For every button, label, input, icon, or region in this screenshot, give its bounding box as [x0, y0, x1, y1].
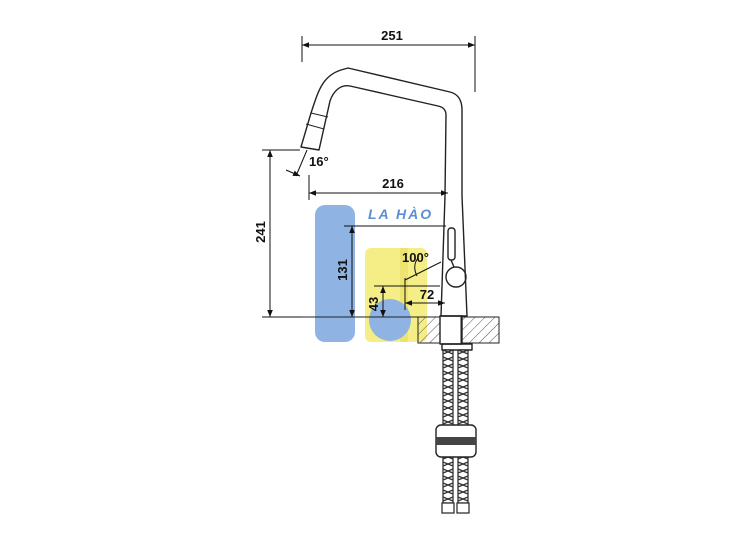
dimension-lever-angle-label: 100°: [402, 250, 429, 265]
lever-link: [450, 259, 455, 268]
spout-head-seam-2: [310, 112, 329, 118]
dimension-body-height-label: 131: [335, 259, 350, 281]
hose-left-braid: [442, 356, 454, 362]
watermark-blue-circle: [369, 299, 411, 341]
hose-left-braid: [442, 391, 454, 397]
base-nut: [441, 343, 473, 351]
dimension-spout-angle-label: 16°: [309, 154, 329, 169]
hose-right-braid: [457, 489, 469, 495]
hose-right-braid: [457, 475, 469, 481]
watermark-brand-text: LA HÀO: [368, 206, 433, 222]
dimension-body-height: [344, 225, 446, 317]
hose-left-braid: [442, 482, 454, 488]
dimension-total-height-label: 241: [253, 221, 268, 243]
hose-right-braid: [457, 349, 469, 355]
dimension-total-width: [301, 36, 476, 92]
counter-hatch-right: [460, 316, 500, 344]
hose-junction-band: [436, 437, 476, 445]
hose-fitting-left: [441, 502, 455, 514]
hose-right-braid: [457, 461, 469, 467]
hose-left-braid: [442, 489, 454, 495]
hose-right-braid: [457, 377, 469, 383]
hose-right-braid: [457, 391, 469, 397]
hose-fitting-right: [456, 502, 470, 514]
lever-handle: [447, 227, 456, 261]
hose-left-braid: [442, 496, 454, 502]
dimension-spout-reach-label: 216: [382, 176, 404, 191]
flexible-hoses: [435, 349, 477, 514]
dimension-spout-angle: [285, 149, 308, 177]
hose-left-braid: [442, 398, 454, 404]
hose-right-braid: [457, 363, 469, 369]
faucet-body: [300, 67, 473, 351]
hose-right-braid: [457, 398, 469, 404]
hose-right-braid: [457, 468, 469, 474]
hose-left-braid: [442, 363, 454, 369]
dimension-spout-reach: [308, 175, 448, 200]
hose-left-braid: [442, 370, 454, 376]
hose-right-braid: [457, 412, 469, 418]
base-collar: [439, 315, 463, 345]
hose-left-braid: [442, 419, 454, 425]
hose-left-braid: [442, 468, 454, 474]
watermark-logo: LA HÀO: [315, 205, 433, 342]
hose-right-braid: [457, 482, 469, 488]
dimension-lever-reach: [404, 278, 445, 310]
countertop: [302, 316, 500, 344]
dimension-base-height-label: 43: [366, 297, 381, 311]
watermark-yellow-stripe: [400, 248, 408, 342]
dimension-total-height: [262, 149, 302, 318]
dimension-base-height: [374, 285, 440, 317]
hose-right-braid: [457, 370, 469, 376]
watermark-blue-bar: [315, 205, 355, 342]
hose-left-braid: [442, 461, 454, 467]
hose-left-braid: [442, 384, 454, 390]
hose-right-braid: [457, 384, 469, 390]
hose-left-braid: [442, 349, 454, 355]
hose-left-braid: [442, 475, 454, 481]
dimension-total-width-label: 251: [381, 28, 403, 43]
hose-right-braid: [457, 496, 469, 502]
spout-head-seam: [305, 123, 325, 130]
hose-left-braid: [442, 377, 454, 383]
hose-right-braid: [457, 405, 469, 411]
hose-left-braid: [442, 405, 454, 411]
lever-knob: [445, 266, 467, 288]
counter-hatch-left: [417, 316, 441, 344]
hose-right-braid: [457, 419, 469, 425]
hose-right-braid: [457, 356, 469, 362]
dimension-lever-reach-label: 72: [420, 287, 434, 302]
hose-left-braid: [442, 412, 454, 418]
dimension-lever-angle: [404, 257, 442, 281]
